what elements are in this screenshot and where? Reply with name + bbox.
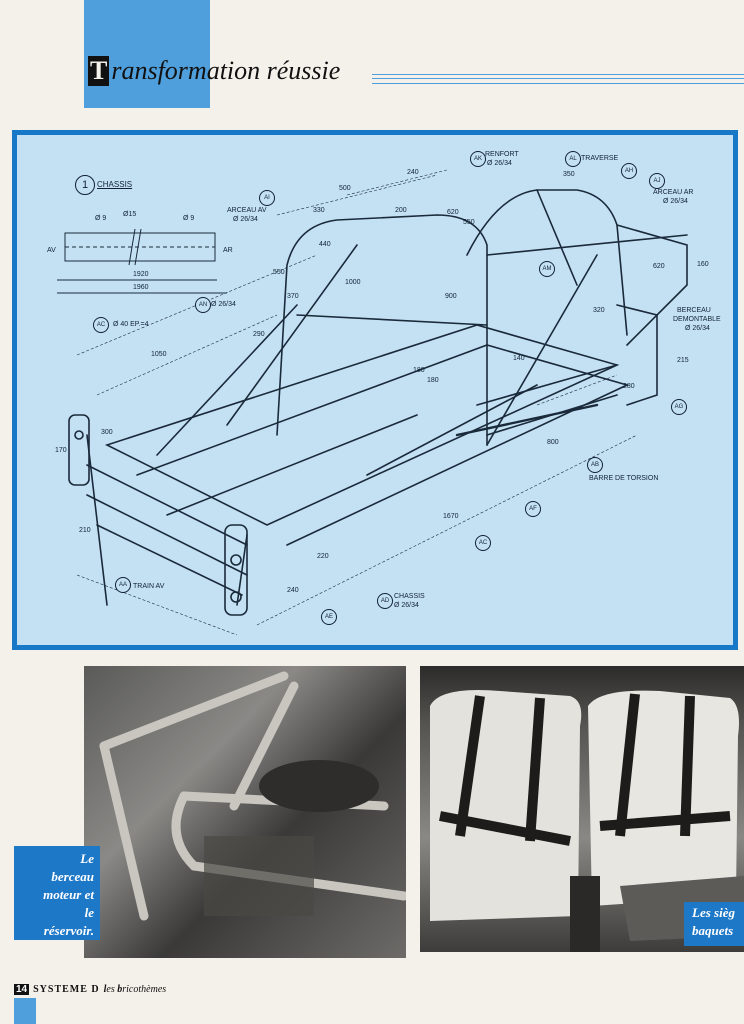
chassis-drawing: [57, 169, 688, 636]
note-renfort: RENFORT: [485, 151, 519, 158]
dim-20: 215: [677, 357, 689, 364]
caption-left-line-2: berceau: [51, 869, 94, 884]
title-rule: [372, 74, 744, 84]
note-arceau-av: ARCEAU AV: [227, 207, 267, 214]
callout-an: AN: [195, 297, 211, 313]
footer-color-bar: [14, 998, 36, 1024]
note-arceau-ar: ARCEAU AR: [653, 189, 694, 196]
note-arceau-av-diameter: Ø 26/34: [233, 216, 258, 223]
note-traverse: TRAVERSE: [581, 155, 619, 162]
dim-13: 1050: [151, 351, 167, 358]
callout-ak: AK: [470, 151, 486, 167]
tube-d9-left: Ø 9: [95, 215, 107, 222]
dim-22: 300: [101, 429, 113, 436]
note-renfort-diameter: Ø 26/34: [487, 160, 512, 167]
figure-title: CHASSIS: [97, 180, 133, 189]
callout-aj: AJ: [649, 173, 665, 189]
callout-af: AF: [525, 501, 541, 517]
callout-ag: AG: [671, 399, 687, 415]
note-berceau: BERCEAU: [677, 307, 711, 314]
note-chassis-diameter: Ø 26/34: [394, 602, 419, 609]
caption-left-line-3: moteur et: [43, 887, 94, 902]
dim-10: 1000: [345, 279, 361, 286]
dim-5: 620: [447, 209, 459, 216]
magazine-name: SYSTEME D: [33, 984, 100, 995]
dim-2: 500: [339, 185, 351, 192]
dim-17: 160: [697, 261, 709, 268]
note-train-av: TRAIN AV: [133, 583, 165, 590]
dim-3: 330: [313, 207, 325, 214]
callout-al: AL: [565, 151, 581, 167]
chassis-blueprint: 1 CHASSIS Ø 9 Ø15 Ø 9 AV AR 1920 1960 AC…: [12, 130, 738, 650]
callout-ab: AB: [587, 457, 603, 473]
dim-21: 280: [623, 383, 635, 390]
callout-ac-inset: AC: [93, 317, 109, 333]
callout-ae: AE: [321, 609, 337, 625]
dim-0: 240: [407, 169, 419, 176]
caption-bucket-seats: Les sièg baquets: [684, 902, 744, 946]
blueprint-panel: 1 CHASSIS Ø 9 Ø15 Ø 9 AV AR 1920 1960 AC…: [17, 135, 733, 645]
series-text-2: ricothèmes: [122, 984, 167, 995]
note-arceau-ar-diameter: Ø 26/34: [663, 198, 688, 205]
callout-am: AM: [539, 261, 555, 277]
dim-9: 370: [287, 293, 299, 300]
callout-ac: AC: [475, 535, 491, 551]
dim-14: 180: [413, 367, 425, 374]
callout-ai: AI: [259, 190, 275, 206]
dim-1: 350: [563, 171, 575, 178]
series-name: les bricothèmes: [104, 984, 167, 995]
note-chassis: CHASSIS: [394, 593, 425, 600]
dim-15: 180: [427, 377, 439, 384]
series-cap-1: l: [103, 984, 107, 995]
page-number: 14: [14, 984, 30, 995]
callout-ad: AD: [377, 593, 393, 609]
tube-d15: Ø15: [123, 211, 137, 218]
dim-7: 440: [319, 241, 331, 248]
caption-right-line-2: baquets: [692, 923, 734, 938]
series-text-1: es: [106, 984, 118, 995]
dim-6: 550: [463, 219, 475, 226]
tube-length-1960: 1960: [133, 284, 149, 291]
tube-length-1920: 1920: [133, 271, 149, 278]
dim-26: 210: [79, 527, 91, 534]
tube-ar: AR: [223, 247, 233, 254]
tube-ac-spec: Ø 40 EP.=4: [113, 321, 149, 328]
callout-ah: AH: [621, 163, 637, 179]
dim-28: 240: [287, 587, 299, 594]
callout-aa: AA: [115, 577, 131, 593]
caption-engine-cradle: Le berceau moteur et le réservoir.: [14, 846, 100, 940]
caption-left-line-4: le: [84, 905, 94, 920]
caption-right-line-1: Les sièg: [692, 905, 735, 920]
dim-4: 200: [395, 207, 407, 214]
dim-16: 140: [513, 355, 525, 362]
photo-engine-cradle-art: [99, 671, 406, 921]
tube-d9-right: Ø 9: [183, 215, 195, 222]
dim-18: 620: [653, 263, 665, 270]
note-barre-torsion: BARRE DE TORSION: [589, 475, 659, 482]
note-demontable: DEMONTABLE: [673, 316, 721, 323]
title-text: ransformation réussie: [111, 56, 341, 85]
photo-engine-cradle: [84, 666, 406, 958]
dim-23: 170: [55, 447, 67, 454]
dim-12: 290: [253, 331, 265, 338]
dim-11: 900: [445, 293, 457, 300]
note-an-diameter: Ø 26/34: [211, 301, 236, 308]
dim-19: 320: [593, 307, 605, 314]
dim-24: 800: [547, 439, 559, 446]
figure-number: 1: [75, 175, 95, 195]
dim-25: 1670: [443, 513, 459, 520]
caption-left-line-5: réservoir.: [43, 923, 94, 938]
series-cap-2: b: [117, 984, 123, 995]
tube-av: AV: [47, 247, 56, 254]
title-drop-cap: T: [88, 56, 110, 86]
header-color-tab: [84, 0, 210, 108]
note-berceau-diameter: Ø 26/34: [685, 325, 710, 332]
dim-27: 220: [317, 553, 329, 560]
caption-left-line-1: Le: [80, 851, 94, 866]
dim-8: 550: [273, 269, 285, 276]
